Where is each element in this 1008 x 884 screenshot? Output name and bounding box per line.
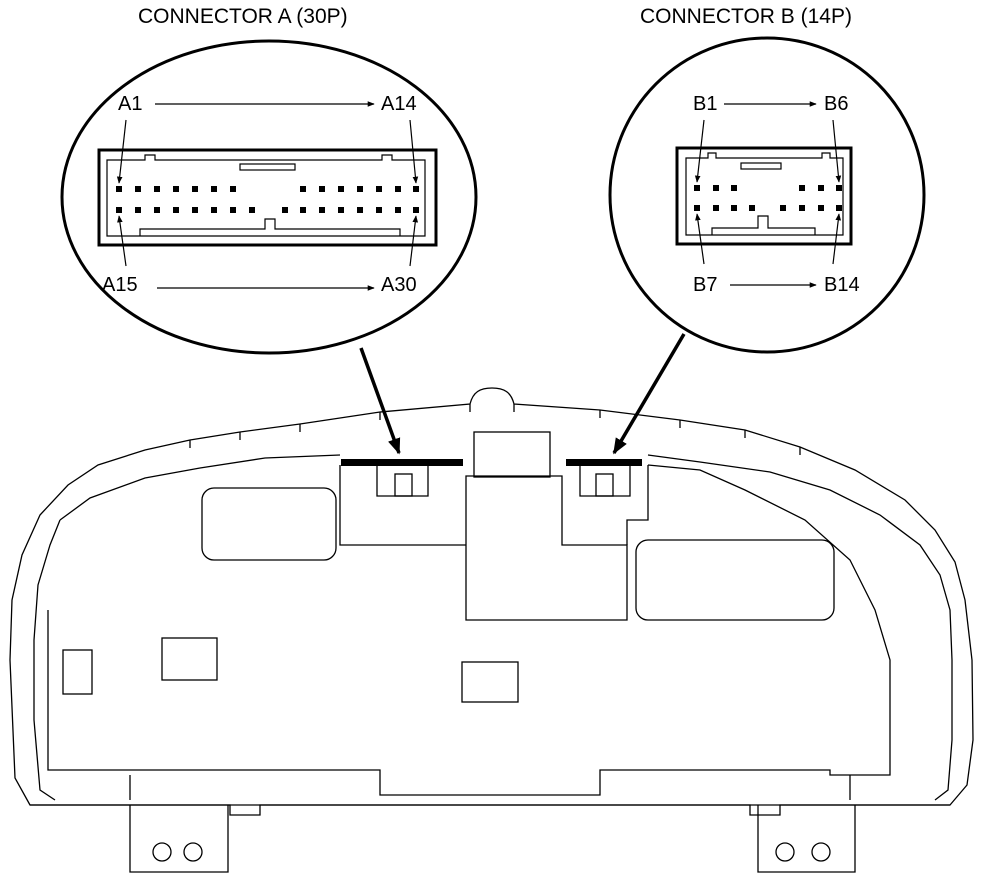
gauge-cluster-housing [9, 387, 974, 873]
connector-a-bottom-pins [116, 207, 419, 213]
connector-a-title: CONNECTOR A (30P) [138, 5, 348, 28]
pin-label-b6: B6 [824, 93, 848, 115]
connector-b-leader-arrow [612, 333, 686, 455]
connector-a-top-pins [116, 186, 419, 192]
connector-b-magnifier: B1 B6 B7 B14 [608, 36, 926, 354]
connector-b-title: CONNECTOR B (14P) [640, 5, 852, 28]
connector-b-bottom-pins [694, 205, 842, 211]
pin-label-a1: A1 [118, 93, 142, 115]
connector-b-housing [566, 459, 642, 497]
connector-a-magnifier: A1 A14 A15 A30 [60, 39, 478, 355]
pin-label-a30: A30 [381, 274, 417, 296]
connector-a-housing [341, 459, 463, 497]
pin-label-a14: A14 [381, 93, 417, 115]
pin-label-b14: B14 [824, 274, 860, 296]
pin-label-b1: B1 [693, 93, 717, 115]
pin-label-b7: B7 [693, 274, 717, 296]
pin-label-a15: A15 [102, 274, 138, 296]
connector-a-leader-arrow [359, 347, 401, 455]
connector-b-top-pins [694, 185, 842, 191]
